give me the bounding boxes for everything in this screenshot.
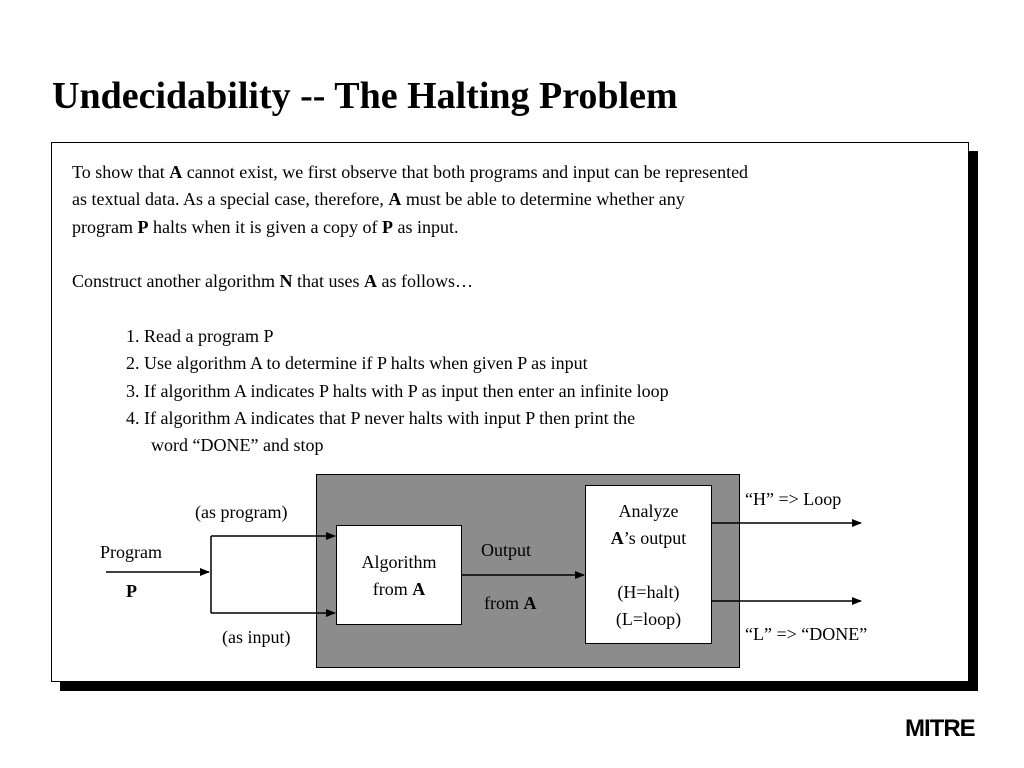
analyze-line-2: A’s output [610,528,687,548]
l-result-label: “L” => “DONE” [745,624,868,644]
step-1: 1. Read a program P [126,326,274,346]
algorithm-a-box: Algorithm from A [336,525,462,625]
intro-line-1: To show that A cannot exist, we first ob… [72,162,749,182]
h-result-label: “H” => Loop [745,489,842,509]
as-input-label: (as input) [222,627,291,647]
program-label: Program [100,542,162,562]
algorithm-line-1: Algorithm [361,552,437,572]
step-4: 4. If algorithm A indicates that P never… [126,408,636,428]
output-label: Output [481,540,532,560]
output-from-label: from A [484,593,537,613]
algorithm-line-2: from A [372,579,426,599]
analyze-line-4: (L=loop) [615,609,682,629]
intro-line-2: as textual data. As a special case, ther… [72,189,685,209]
intro-line-3: program P halts when it is given a copy … [72,217,459,237]
as-program-label: (as program) [195,502,288,522]
page-title: Undecidability -- The Halting Problem [52,75,678,117]
construct-line: Construct another algorithm N that uses … [72,271,473,291]
analyze-line-3: (H=halt) [617,582,680,602]
step-3: 3. If algorithm A indicates P halts with… [126,381,669,401]
analyze-box: Analyze A’s output (H=halt) (L=loop) [585,485,712,644]
analyze-line-1: Analyze [618,501,679,521]
program-symbol: P [126,581,137,601]
step-4-continued: word “DONE” and stop [151,435,324,455]
mitre-logo: MITRE [905,715,976,742]
step-2: 2. Use algorithm A to determine if P hal… [126,353,588,373]
